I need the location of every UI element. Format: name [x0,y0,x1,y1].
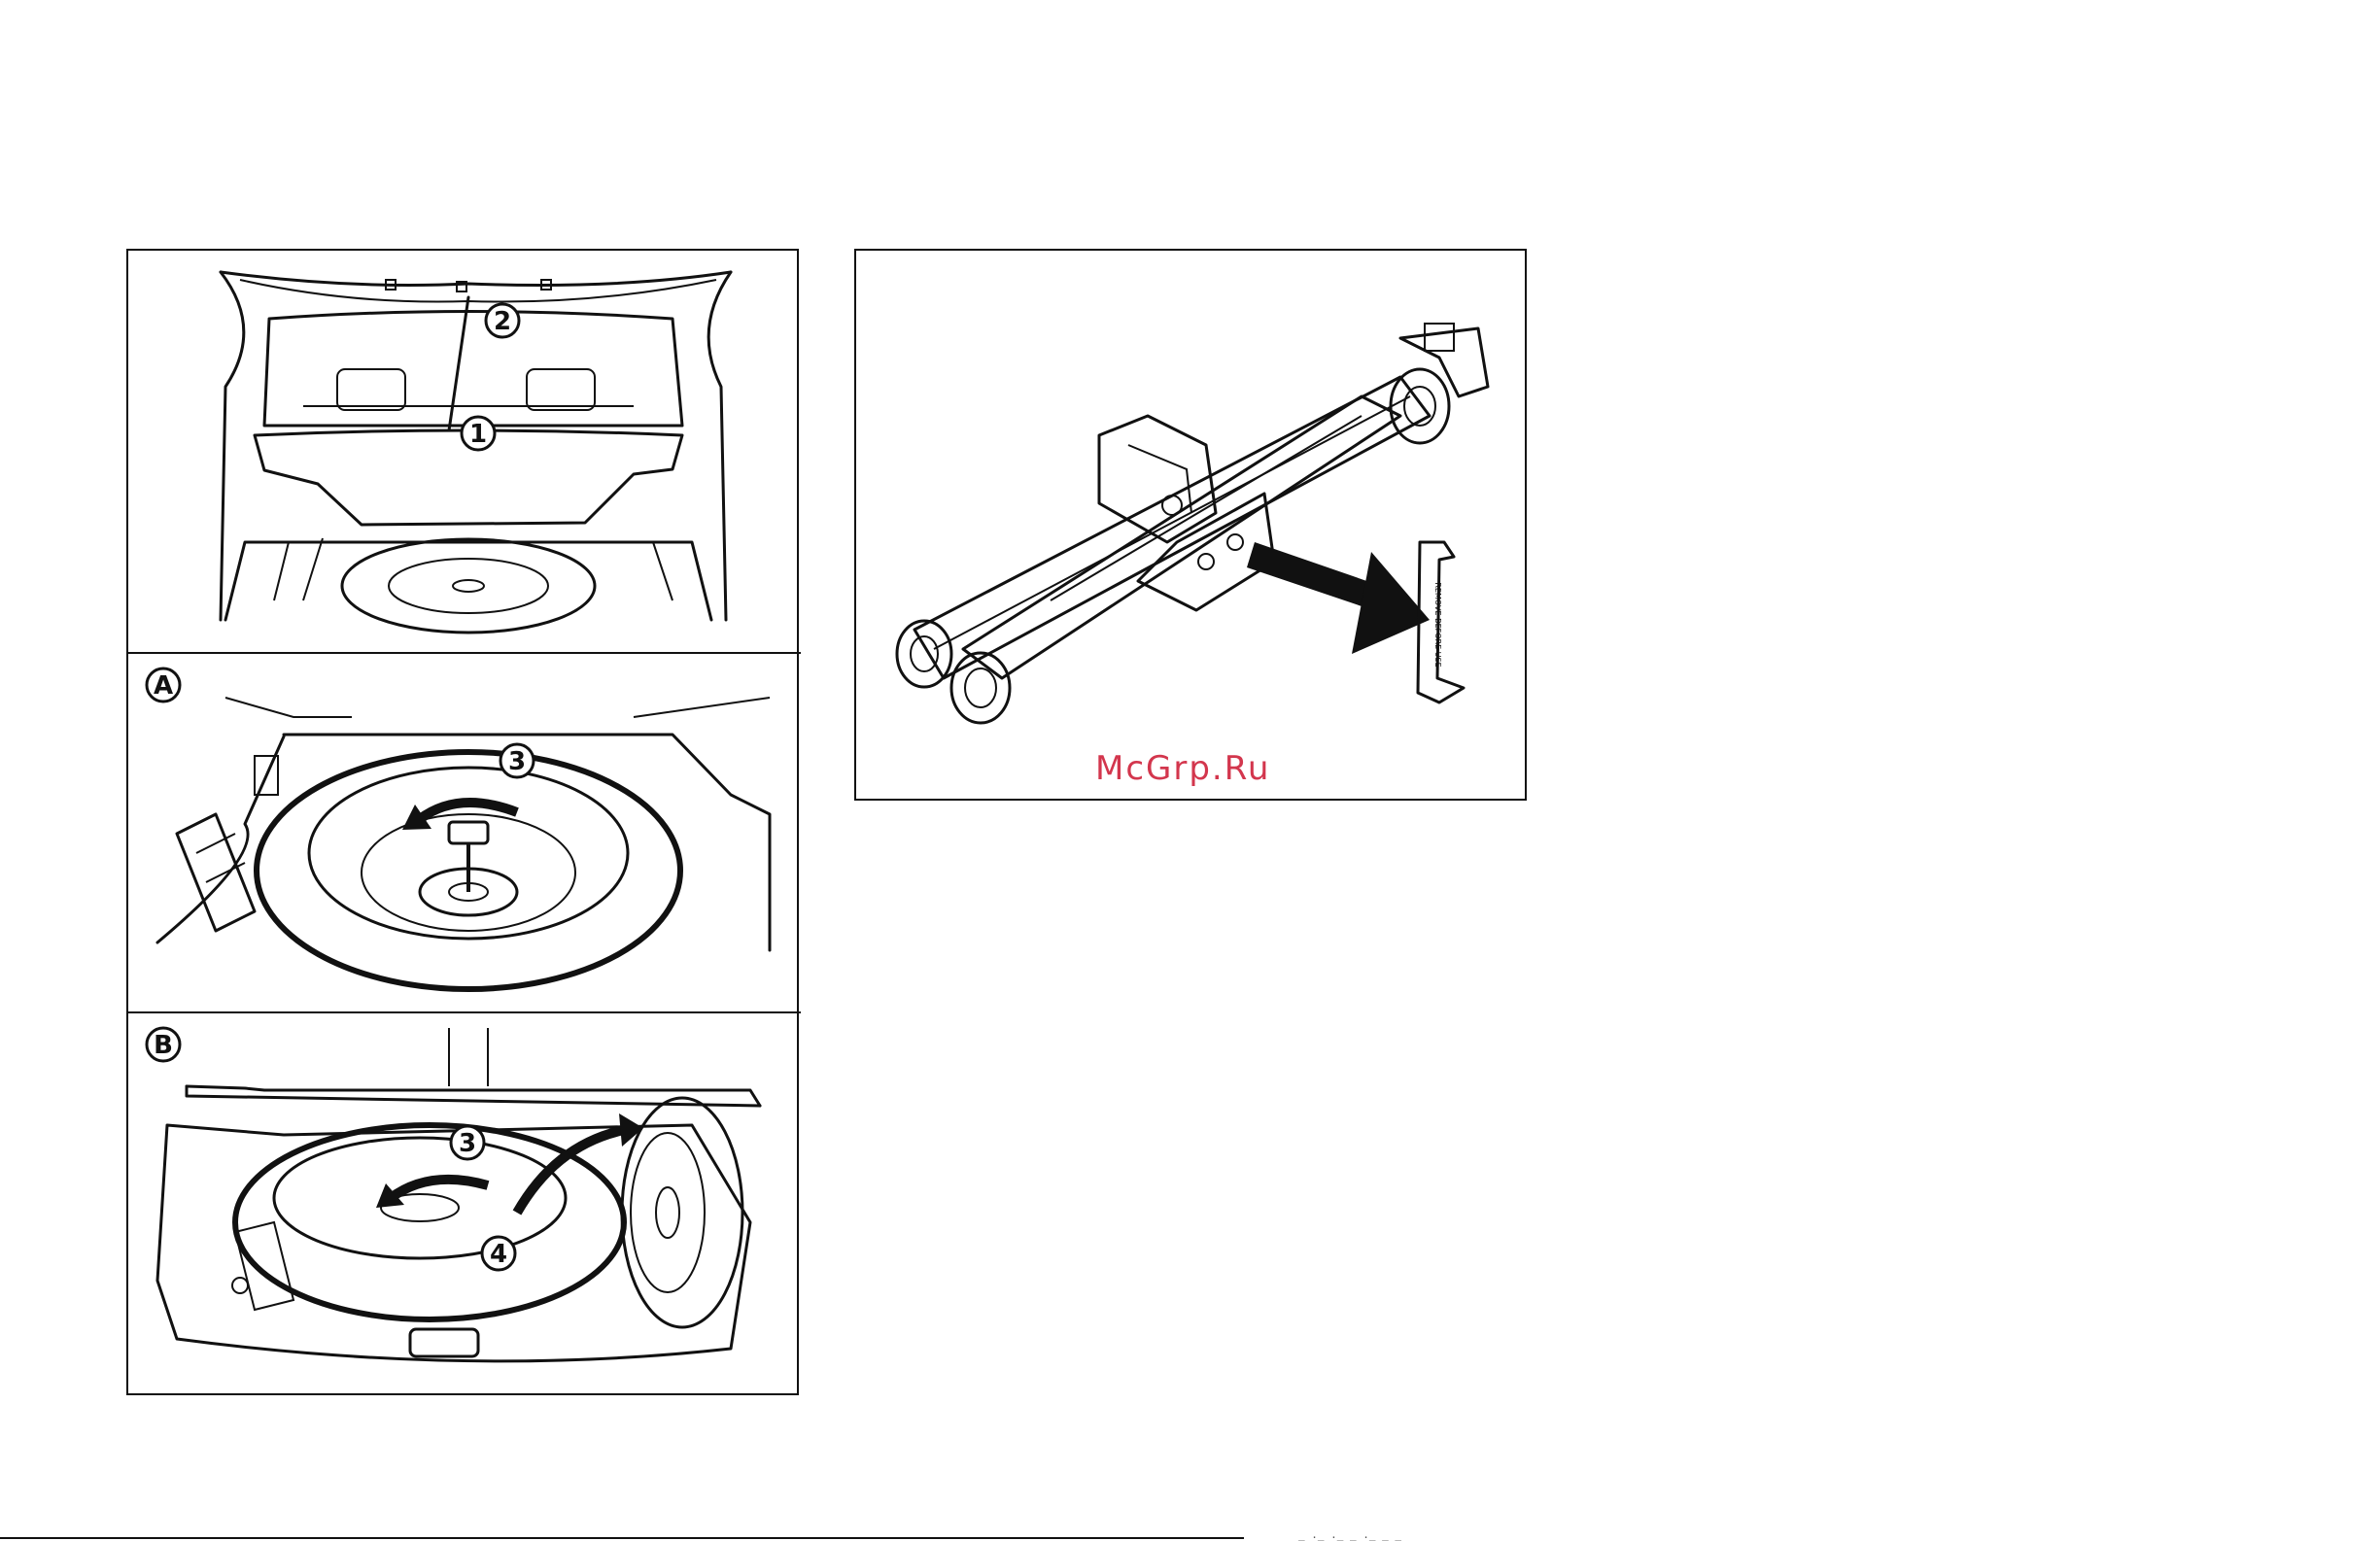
remove-tag-text: REMOVE BEFORE USE [1433,582,1442,667]
watermark: McGrp.Ru [1095,749,1270,788]
svg-text:4: 4 [490,1240,507,1269]
svg-text:A: A [154,671,173,701]
panel-b-spare-tire-removal [157,1028,760,1361]
jack-illustration-frame: REMOVE BEFORE USE [854,249,1527,801]
panel-a-label: A [147,668,180,702]
callout-3-panel-a: 3 [500,744,534,777]
trunk-illustration-frame: 2 1 A [126,249,799,1395]
svg-text:B: B [154,1031,173,1060]
scissor-jack [897,324,1488,723]
svg-text:2: 2 [494,307,511,336]
remove-arrow [1247,542,1430,654]
callout-3-panel-b: 3 [451,1126,484,1159]
footer-rule [0,1537,1244,1539]
top-panel-hatch-view [221,272,731,633]
panel-a-spare-tire [157,698,770,989]
callout-2: 2 [486,304,519,337]
callout-1: 1 [462,417,495,450]
callout-4: 4 [482,1237,515,1270]
svg-text:3: 3 [459,1129,476,1158]
panel-b-label: B [147,1028,180,1061]
footer-code: _ ._ ._ _ ._ _ _ [1298,1528,1401,1541]
remove-tag: REMOVE BEFORE USE [1418,542,1464,702]
svg-text:3: 3 [508,747,526,776]
trunk-illustration: 2 1 A [128,251,801,1397]
svg-text:1: 1 [469,420,487,449]
jack-illustration: REMOVE BEFORE USE [856,251,1529,803]
